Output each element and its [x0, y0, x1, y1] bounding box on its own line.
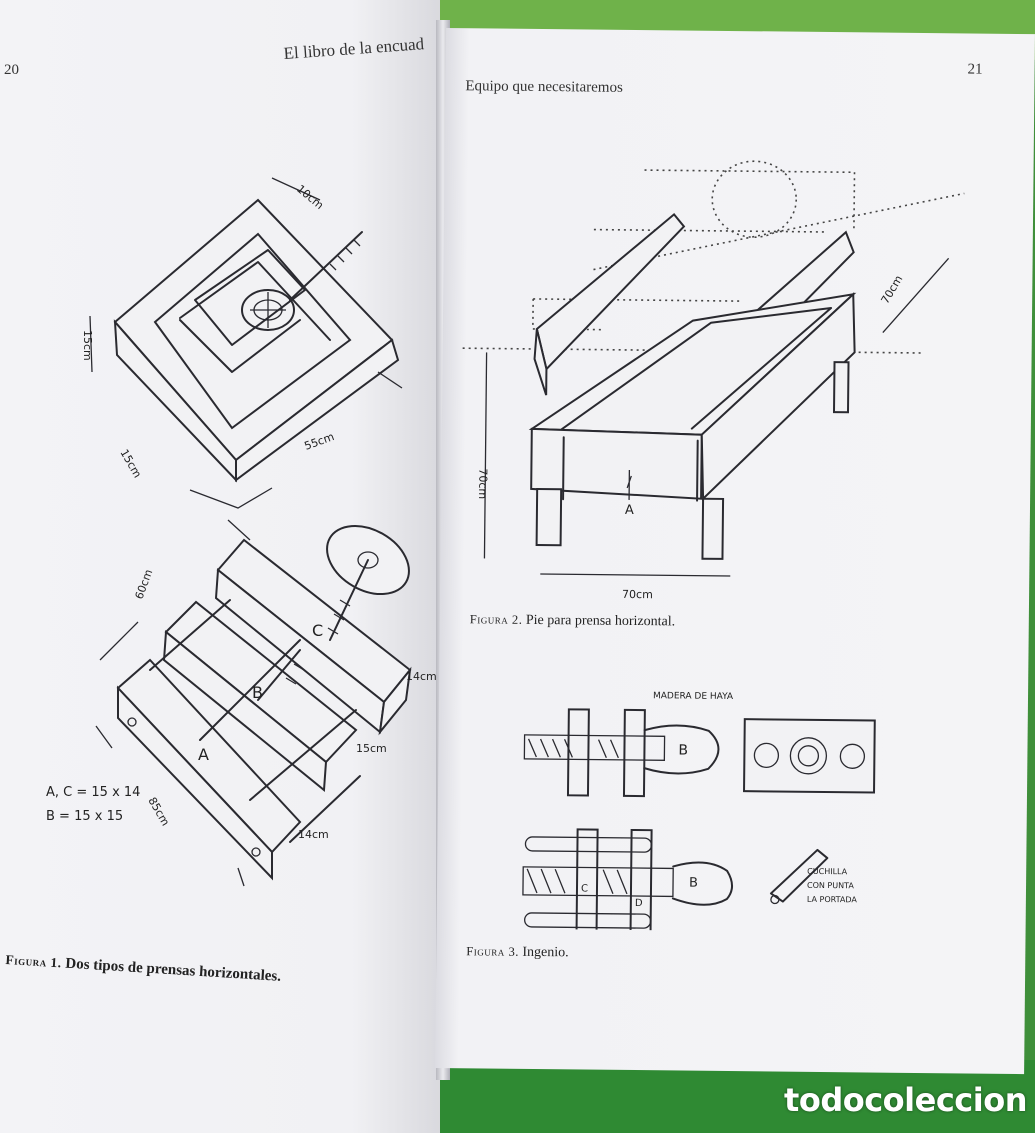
press-frame-sketch	[89, 177, 403, 509]
label-cuchilla-2: CON PUNTA	[807, 881, 854, 890]
label-front-dim: 55cm	[303, 430, 336, 453]
label-part-c: C	[581, 883, 588, 894]
label-85: 85cm	[145, 795, 172, 828]
label-15b: 15cm	[356, 742, 387, 755]
left-page: 20 El libro de la encuad	[0, 0, 440, 1133]
figure1-label: Figura 1.	[5, 952, 63, 971]
figure3-caption-block: Figura 3. Ingenio.	[466, 944, 569, 961]
figure2-caption: Pie para prensa horizontal.	[525, 612, 676, 630]
figure1-drawing: 10cm 15cm 55cm 15cm C B A 60cm 14cm 15cm…	[46, 177, 437, 887]
label-mark-a: A	[625, 503, 634, 518]
label-height-dim: 70cm	[476, 468, 489, 499]
figure3-caption: Ingenio.	[522, 944, 569, 961]
label-handle-b2: B	[689, 876, 698, 891]
label-top-dim: 10cm	[294, 182, 326, 212]
watermark-text: todocoleccion	[784, 1081, 1027, 1119]
figures-2-3-drawing: 70cm 70cm 70cm A MADERA DE HAYA B B C D …	[462, 160, 965, 935]
label-60: 60cm	[133, 568, 156, 601]
label-side-dim: 15cm	[81, 330, 94, 361]
label-wood-note: MADERA DE HAYA	[653, 691, 734, 702]
label-spec-b: B = 15 x 15	[46, 809, 123, 824]
label-handle-b: B	[678, 742, 688, 758]
label-depth-dim: 70cm	[879, 273, 906, 306]
label-width-dim: 70cm	[622, 588, 653, 601]
right-page: 21 Equipo que necesitaremos	[435, 28, 1035, 1075]
figure3-label: Figura 3.	[466, 944, 520, 959]
label-14b: 14cm	[298, 828, 329, 841]
label-spec-ac: A, C = 15 x 14	[46, 785, 140, 800]
left-page-number: 20	[4, 62, 19, 78]
label-14: 14cm	[406, 670, 437, 683]
figure2-caption-block: Figura 2. Pie para prensa horizontal.	[470, 612, 676, 630]
label-15: 15cm	[117, 447, 144, 480]
press-blocks-sketch	[95, 519, 412, 887]
label-part-d: D	[635, 898, 643, 909]
ingenio-sketch	[522, 708, 876, 935]
label-block-c: C	[312, 621, 323, 640]
figure2-label: Figura 2.	[469, 612, 523, 627]
label-block-b: B	[252, 683, 263, 702]
label-cuchilla-1: CUCHILLA	[807, 867, 848, 876]
label-block-a: A	[198, 745, 209, 764]
label-cuchilla-3: LA PORTADA	[807, 895, 858, 905]
stand-sketch	[462, 160, 965, 577]
